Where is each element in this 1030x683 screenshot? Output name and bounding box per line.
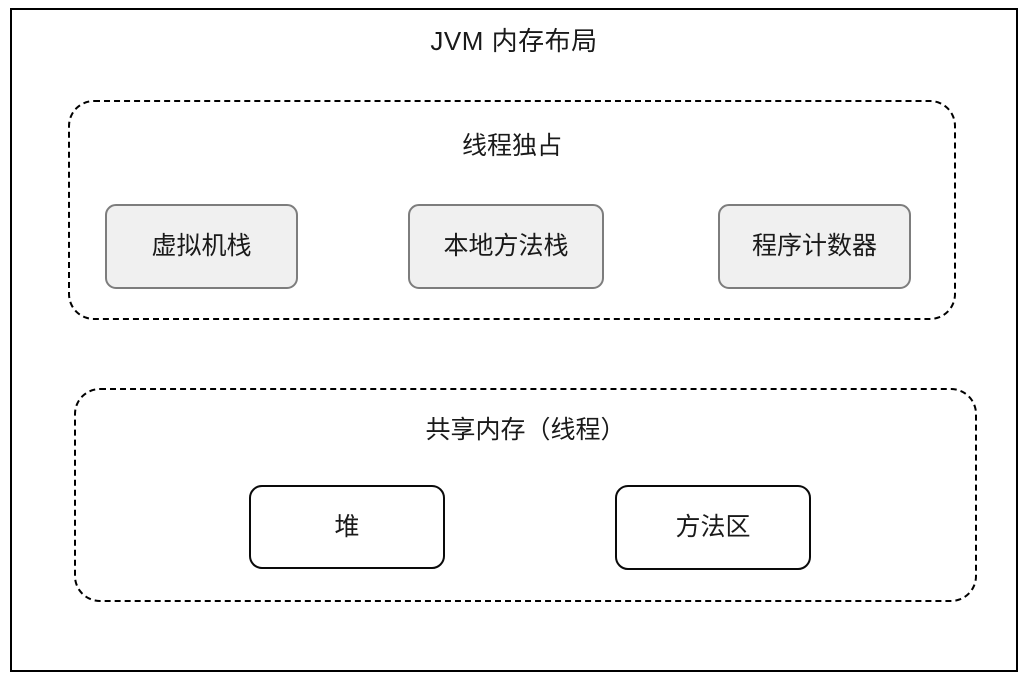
diagram-title: JVM 内存布局 bbox=[430, 26, 598, 56]
box-program-counter[interactable]: 程序计数器 bbox=[718, 204, 911, 289]
box-vm-stack[interactable]: 虚拟机栈 bbox=[105, 204, 298, 289]
group-thread-exclusive: 线程独占 bbox=[68, 100, 956, 320]
diagram-outer-frame bbox=[10, 8, 1018, 672]
group-thread-exclusive-title: 线程独占 bbox=[461, 132, 562, 160]
group-shared-memory: 共享内存（线程） bbox=[74, 388, 977, 602]
box-heap[interactable]: 堆 bbox=[249, 485, 445, 569]
group-shared-memory-title: 共享内存（线程） bbox=[425, 416, 626, 444]
box-method-area[interactable]: 方法区 bbox=[615, 485, 811, 570]
box-native-method-stack[interactable]: 本地方法栈 bbox=[408, 204, 604, 289]
